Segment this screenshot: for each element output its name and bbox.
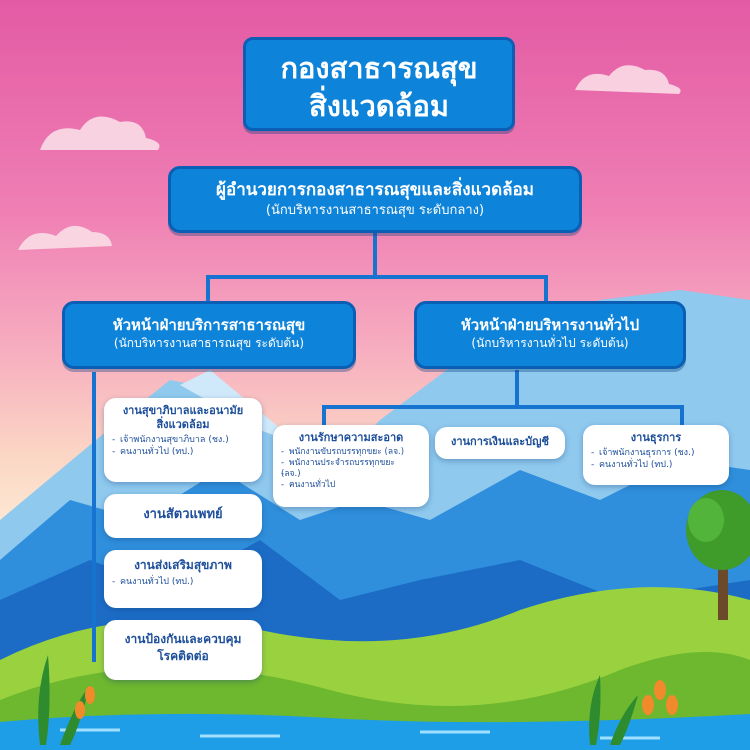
plant-shapes <box>38 655 638 745</box>
left-head-subtitle: (นักบริหารงานสาธารณสุข ระดับต้น) <box>113 336 305 350</box>
connector-director-down <box>373 231 377 277</box>
left-head-title: หัวหน้าฝ่ายบริการสาธารณสุข <box>112 316 306 334</box>
director-title: ผู้อำนวยการกองสาธารณสุขและสิ่งแวดล้อม <box>216 180 534 200</box>
connector-right-head <box>544 275 548 303</box>
right-head-subtitle: (นักบริหารงานทั่วไป ระดับต้น) <box>471 336 629 350</box>
right-head-box: หัวหน้าฝ่ายบริหารงานทั่วไป (นักบริหารงาน… <box>414 301 686 369</box>
director-subtitle: (นักบริหารงานสาธารณสุข ระดับกลาง) <box>265 203 485 218</box>
left-head-box: หัวหน้าฝ่ายบริการสาธารณสุข (นักบริหารงาน… <box>62 301 356 369</box>
connector-heads-horizontal <box>206 275 548 279</box>
right-head-title: หัวหน้าฝ่ายบริหารงานทั่วไป <box>460 316 640 334</box>
unit-disease-control: งานป้องกันและควบคุม โรคติดต่อ <box>104 620 262 680</box>
unit-cleaning: งานรักษาความสะอาด พนักงานขับรถบรรทุกขยะ … <box>273 425 429 507</box>
unit-disease-control-name-line1: งานป้องกันและควบคุม <box>124 632 242 646</box>
director-box: ผู้อำนวยการกองสาธารณสุขและสิ่งแวดล้อม (น… <box>168 166 582 233</box>
connector-left-vertical <box>92 372 96 662</box>
unit-health-promotion-item-1: คนงานทั่วไป (ทป.) <box>112 576 254 588</box>
unit-cleaning-item-4: คนงานทั่วไป <box>281 480 421 491</box>
unit-admin-item-2: คนงานทั่วไป (ทป.) <box>591 459 721 471</box>
unit-admin-item-1: เจ้าพนักงานธุรการ (ชง.) <box>591 447 721 459</box>
connector-right-horizontal <box>322 405 684 409</box>
unit-cleaning-name: งานรักษาความสะอาด <box>298 431 404 444</box>
cloud-shapes <box>18 65 681 250</box>
connector-right-unit3 <box>680 405 684 427</box>
page-title-line1: กองสาธารณสุข <box>280 51 478 85</box>
unit-health-promotion: งานส่งเสริมสุขภาพ คนงานทั่วไป (ทป.) <box>104 550 262 608</box>
unit-finance: งานการเงินและบัญชี <box>435 427 565 459</box>
unit-sanitation-item-1: เจ้าพนักงานสุขาภิบาล (ชง.) <box>112 434 254 446</box>
unit-admin: งานธุรการ เจ้าพนักงานธุรการ (ชง.) คนงานท… <box>583 425 729 485</box>
unit-health-promotion-name: งานส่งเสริมสุขภาพ <box>134 558 232 572</box>
unit-sanitation-item-2: คนงานทั่วไป (ทป.) <box>112 446 254 458</box>
connector-right-down <box>515 370 519 408</box>
connector-right-unit1 <box>322 405 326 427</box>
orange-plant-shapes <box>75 680 678 719</box>
unit-veterinary: งานสัตวแพทย์ <box>104 494 262 538</box>
unit-disease-control-name-line2: โรคติดต่อ <box>157 649 209 663</box>
page-title-line2: สิ่งแวดล้อม <box>309 89 449 123</box>
connector-left-head <box>206 275 210 303</box>
unit-admin-name: งานธุรการ <box>630 431 682 444</box>
unit-sanitation-name-line2: สิ่งแวดล้อม <box>156 418 210 431</box>
unit-finance-name: งานการเงินและบัญชี <box>450 435 550 448</box>
unit-sanitation-name-line1: งานสุขาภิบาลและอนามัย <box>122 404 244 417</box>
unit-cleaning-item-3: (ลจ.) <box>281 469 421 480</box>
unit-cleaning-item-2: พนักงานประจำรถบรรทุกขยะ <box>281 458 421 469</box>
river <box>0 713 750 750</box>
unit-cleaning-item-1: พนักงานขับรถบรรทุกขยะ (ลจ.) <box>281 447 421 458</box>
unit-veterinary-name: งานสัตวแพทย์ <box>143 507 223 522</box>
unit-sanitation: งานสุขาภิบาลและอนามัย สิ่งแวดล้อม เจ้าพน… <box>104 398 262 482</box>
page-title-box: กองสาธารณสุข สิ่งแวดล้อม <box>243 37 515 131</box>
